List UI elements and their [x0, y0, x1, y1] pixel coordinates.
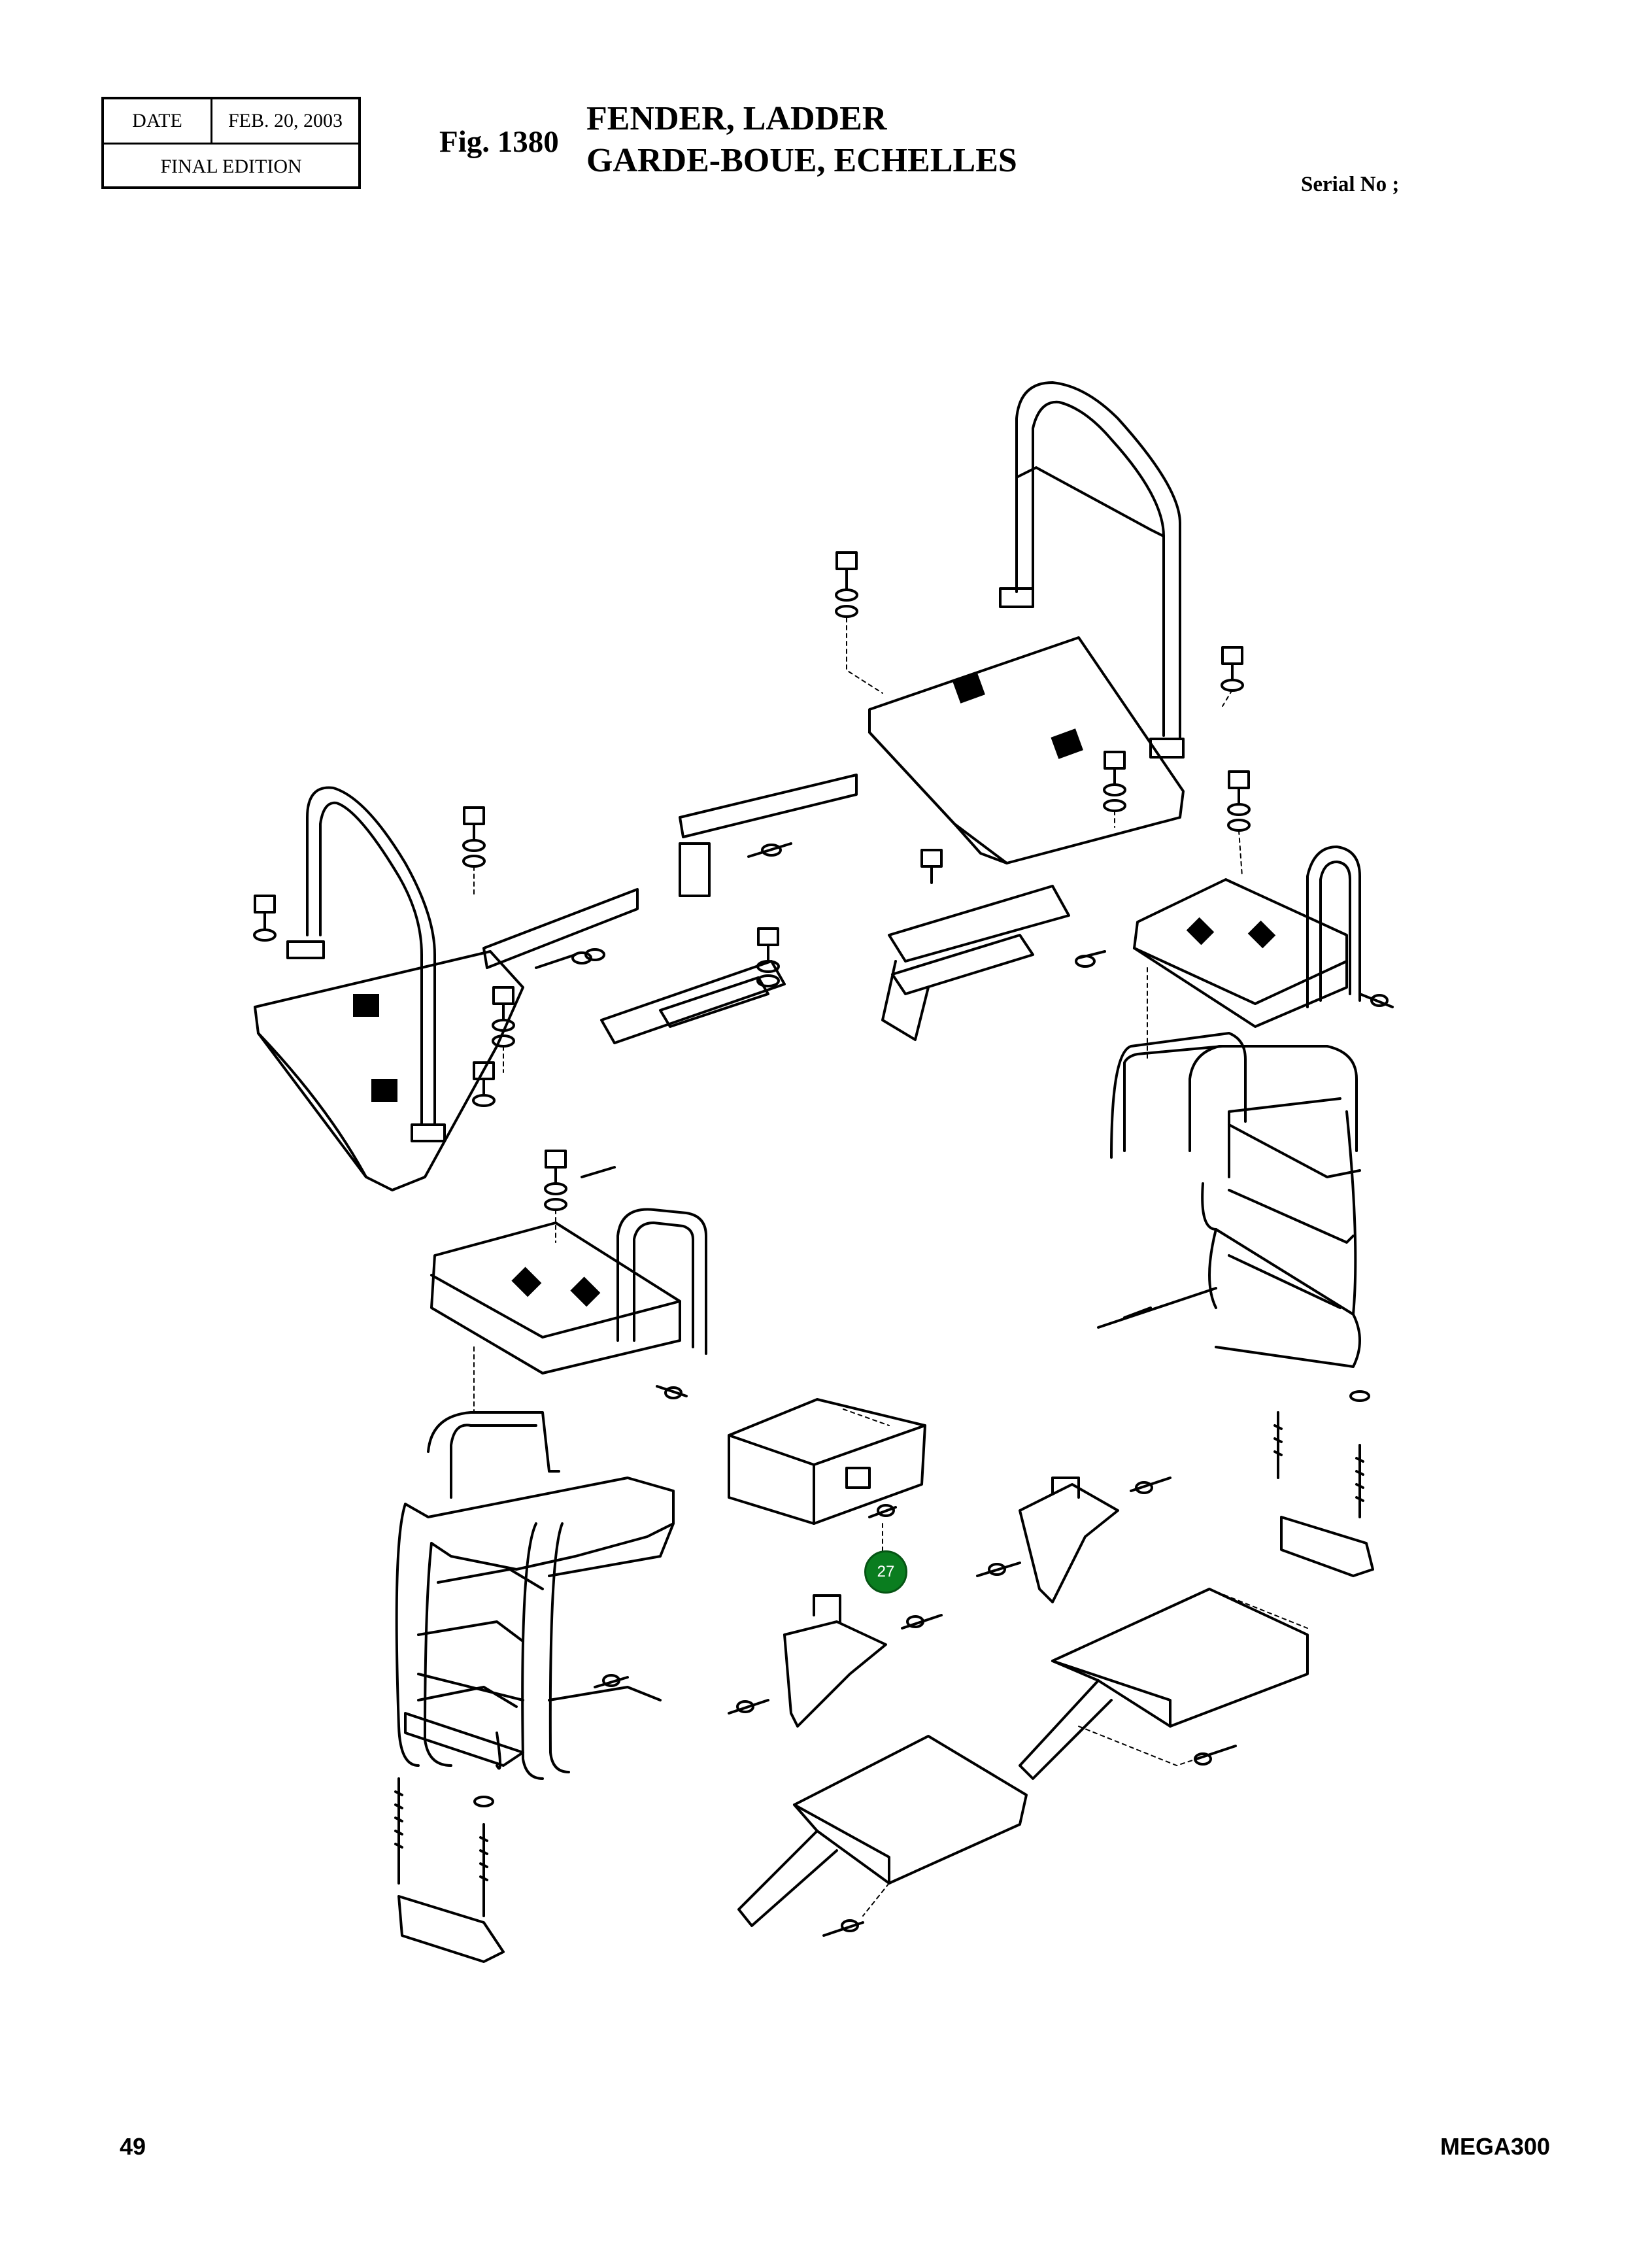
right-guard-bracket	[1019, 1477, 1119, 1603]
model-name: MEGA300	[1440, 2133, 1551, 2160]
left-bottom-fender	[737, 1735, 1028, 1927]
center-right-bracket	[881, 885, 1070, 1041]
left-brackets	[482, 774, 858, 1044]
figure-title: FENDER, LADDER GARDE-BOUE, ECHELLES	[586, 98, 1017, 182]
right-bottom-fender	[1019, 1588, 1309, 1780]
right-platform	[1133, 845, 1361, 1028]
battery-box	[728, 1398, 926, 1525]
threaded-rods	[394, 1390, 1370, 1917]
title-english: FENDER, LADDER	[586, 100, 887, 137]
date-label: DATE	[104, 99, 212, 143]
right-ladder	[1097, 1032, 1361, 1368]
top-handrail	[999, 381, 1185, 759]
left-platform	[430, 1208, 707, 1375]
date-row: DATE FEB. 20, 2003	[104, 99, 358, 145]
serial-number-label: Serial No ;	[1301, 173, 1400, 196]
date-value: FEB. 20, 2003	[228, 110, 343, 131]
page-number: 49	[120, 2133, 146, 2160]
figure-number: Fig. 1380	[439, 125, 559, 159]
leader-lines	[473, 617, 1308, 1917]
left-ladder	[395, 1411, 675, 1780]
hardware-bolts	[253, 551, 1394, 1937]
top-fender-plate	[868, 636, 1185, 864]
left-guard-bracket	[783, 1594, 887, 1728]
callout-27[interactable]: 27	[864, 1550, 907, 1594]
title-french: GARDE-BOUE, ECHELLES	[586, 142, 1017, 179]
step-boards	[397, 1516, 1374, 1963]
edition-label: FINAL EDITION	[160, 156, 302, 177]
date-box: DATE FEB. 20, 2003 FINAL EDITION	[101, 97, 361, 189]
